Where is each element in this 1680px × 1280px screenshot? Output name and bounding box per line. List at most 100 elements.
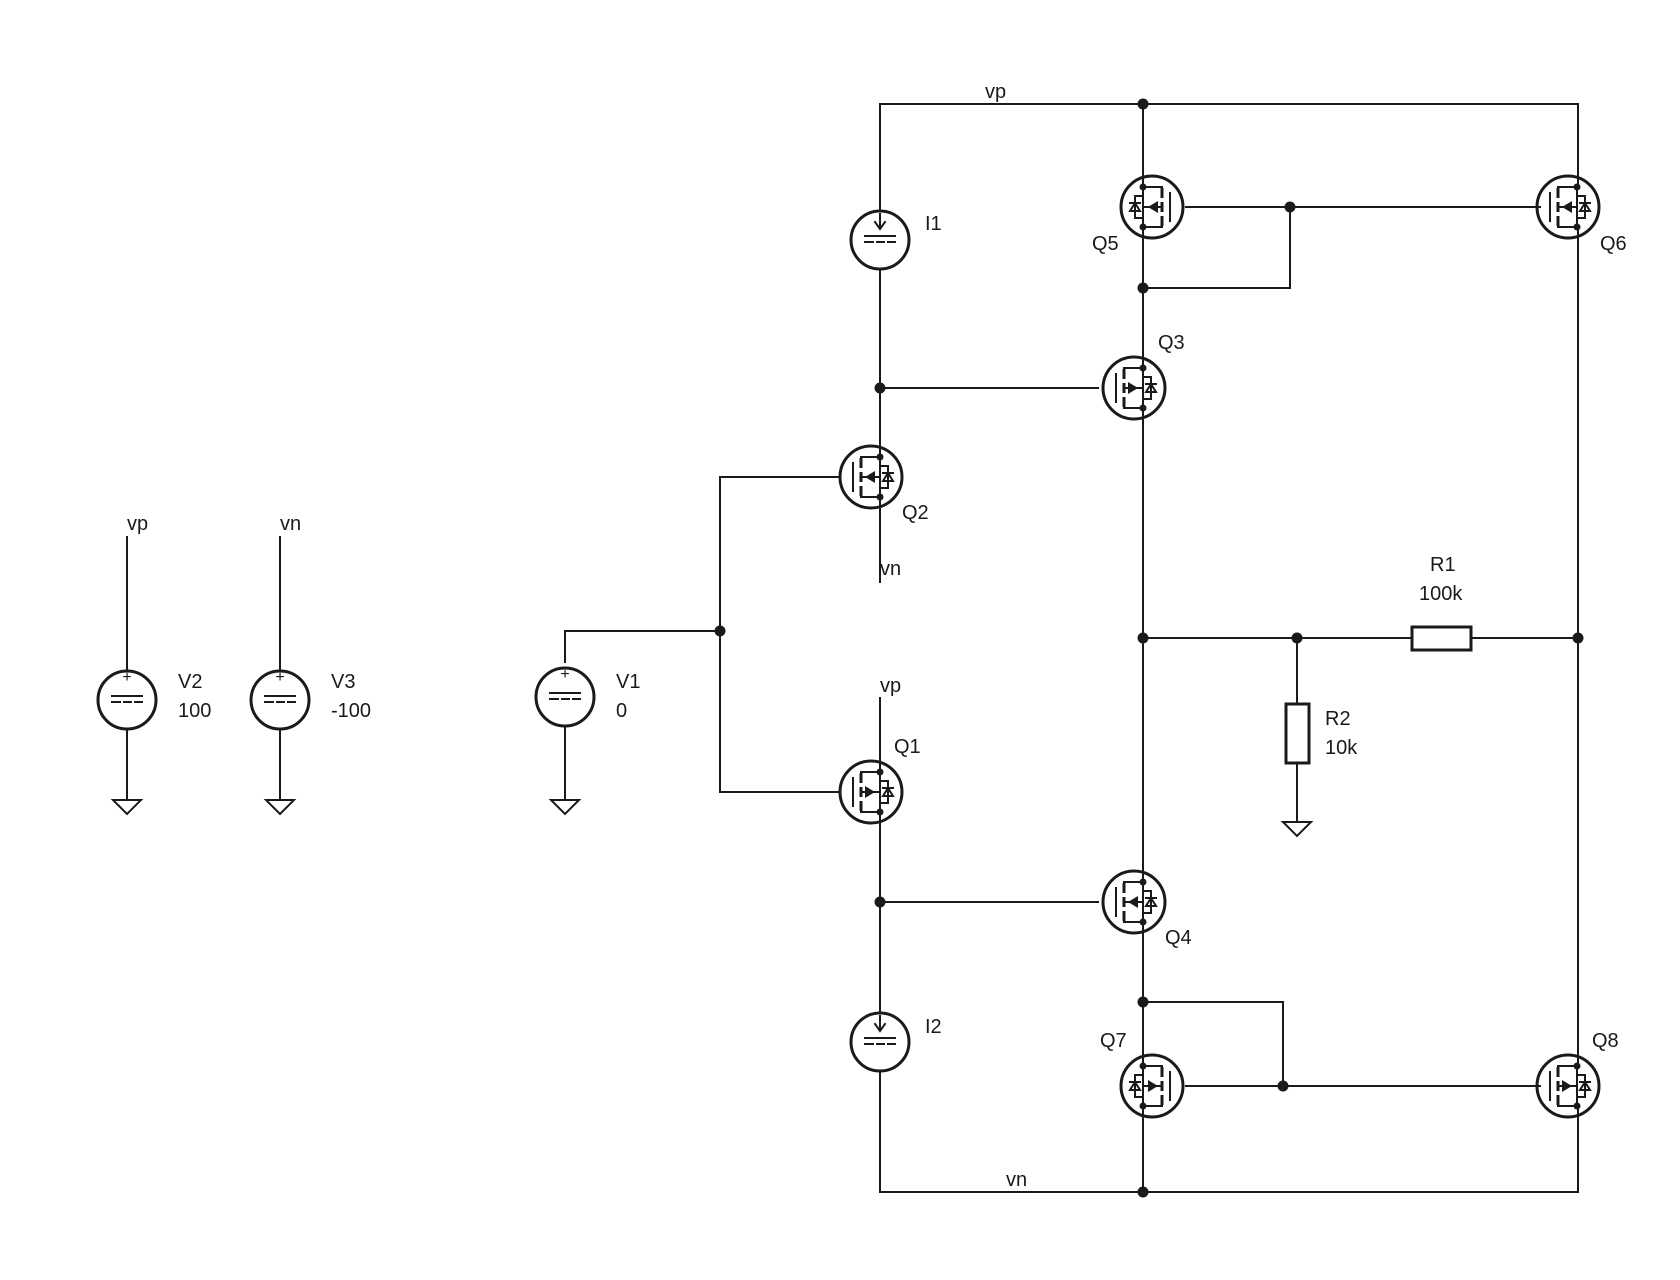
arrow-down-icon <box>873 213 887 231</box>
body-diode-icon <box>1128 195 1144 219</box>
component-label: R1 <box>1430 554 1456 576</box>
body-diode-icon <box>1576 1074 1592 1098</box>
mosfet-q5 <box>1119 174 1185 240</box>
mosfet-q3-icon <box>1101 355 1167 421</box>
component-label: Q5 <box>1092 233 1119 255</box>
mosfet-q8 <box>1535 1053 1601 1119</box>
body-diode-icon <box>879 780 895 804</box>
junction-dot <box>1291 632 1303 644</box>
leads <box>1557 186 1578 228</box>
component-label: V3 <box>331 671 355 693</box>
current-source-i1 <box>849 209 911 271</box>
mosfet-q2 <box>838 444 904 510</box>
ground-icon <box>548 799 582 816</box>
mosfet-q3 <box>1101 355 1167 421</box>
junction-dot <box>1137 632 1149 644</box>
mosfet-q7-icon <box>1119 1053 1185 1119</box>
component-value: -100 <box>331 700 371 722</box>
terminal-dot <box>1139 1062 1147 1070</box>
junction-dot <box>1137 98 1149 110</box>
mosfet-q7 <box>1119 1053 1185 1119</box>
component-label: Q6 <box>1600 233 1627 255</box>
component-value: 100k <box>1419 583 1463 605</box>
terminal-dot <box>1573 1102 1581 1110</box>
terminal-dot <box>1139 364 1147 372</box>
plus-sign: + <box>560 666 569 683</box>
junction-dot <box>714 625 726 637</box>
net-label-vn: vn <box>1006 1169 1027 1191</box>
leads <box>860 771 881 813</box>
mosfet-q6-icon <box>1535 174 1601 240</box>
plus-sign: + <box>122 669 131 686</box>
resistor-r1-body <box>1410 625 1473 652</box>
ground-icon <box>1280 821 1314 838</box>
component-value: 0 <box>616 700 627 722</box>
dc-symbol <box>549 692 581 700</box>
wire-v1-to-node <box>564 630 721 663</box>
plus-sign: + <box>275 669 284 686</box>
component-label: Q7 <box>1100 1030 1127 1052</box>
terminal-dot <box>1139 223 1147 231</box>
voltage-source-v2: + <box>96 669 158 731</box>
mosfets <box>838 174 1601 1119</box>
wires <box>126 103 1579 1193</box>
grounds <box>110 799 1314 838</box>
arrow-icon <box>1562 1080 1572 1092</box>
arrow-icon <box>865 471 875 483</box>
component-label: Q4 <box>1165 927 1192 949</box>
junction-dot <box>874 382 886 394</box>
voltage-source-v1: + <box>534 666 596 728</box>
voltage-source-v3: + <box>249 669 311 731</box>
terminal-dot <box>1139 404 1147 412</box>
labels: vp vn vn vp vp vn V2 100 V3 -100 V1 0 I1… <box>127 81 1627 1191</box>
mosfet-q4 <box>1101 869 1167 935</box>
current-source-i2-icon <box>849 1011 911 1073</box>
leads <box>1123 367 1144 409</box>
arrow-icon <box>1148 1080 1158 1092</box>
leads <box>1142 186 1163 228</box>
resistor-r2 <box>1284 702 1311 765</box>
body-diode-icon <box>1128 1074 1144 1098</box>
voltage-source-v1-icon <box>534 666 596 728</box>
body-diode-icon <box>1142 890 1158 914</box>
dc-symbol <box>111 695 143 703</box>
dc-symbol <box>264 695 296 703</box>
net-label-vn: vn <box>280 513 301 535</box>
component-label: V1 <box>616 671 640 693</box>
arrow-icon <box>865 786 875 798</box>
mosfet-q6 <box>1535 174 1601 240</box>
leads <box>1142 1065 1163 1107</box>
terminal-dot <box>876 808 884 816</box>
component-label: Q8 <box>1592 1030 1619 1052</box>
resistor-r1 <box>1410 625 1473 652</box>
component-value: 10k <box>1325 737 1358 759</box>
voltage-source-v3-icon <box>249 669 311 731</box>
net-label-vp: vp <box>127 513 148 535</box>
arrow-down-icon <box>873 1015 887 1033</box>
mosfet-q5-icon <box>1119 174 1185 240</box>
body-diode-icon <box>1576 195 1592 219</box>
mosfet-q2-icon <box>838 444 904 510</box>
terminal-dot <box>876 768 884 776</box>
arrow-icon <box>1128 896 1138 908</box>
mosfet-q4-icon <box>1101 869 1167 935</box>
net-label-vp: vp <box>985 81 1006 103</box>
resistor-r2-body <box>1284 702 1311 765</box>
current-source-i1-icon <box>849 209 911 271</box>
leads <box>860 456 881 498</box>
junction-dot <box>1284 201 1296 213</box>
component-label: Q1 <box>894 736 921 758</box>
ground-icon <box>110 799 144 816</box>
junction-dot <box>874 896 886 908</box>
mosfet-q8-icon <box>1535 1053 1601 1119</box>
body-diode-icon <box>1142 376 1158 400</box>
leads <box>1557 1065 1578 1107</box>
arrow-icon <box>1562 201 1572 213</box>
terminal-dot <box>876 453 884 461</box>
mosfet-q1 <box>838 759 904 825</box>
body-diode-icon <box>879 465 895 489</box>
leads <box>1123 881 1144 923</box>
terminal-dot <box>1573 1062 1581 1070</box>
junction-dot <box>1572 632 1584 644</box>
dc-symbol <box>864 1037 896 1045</box>
